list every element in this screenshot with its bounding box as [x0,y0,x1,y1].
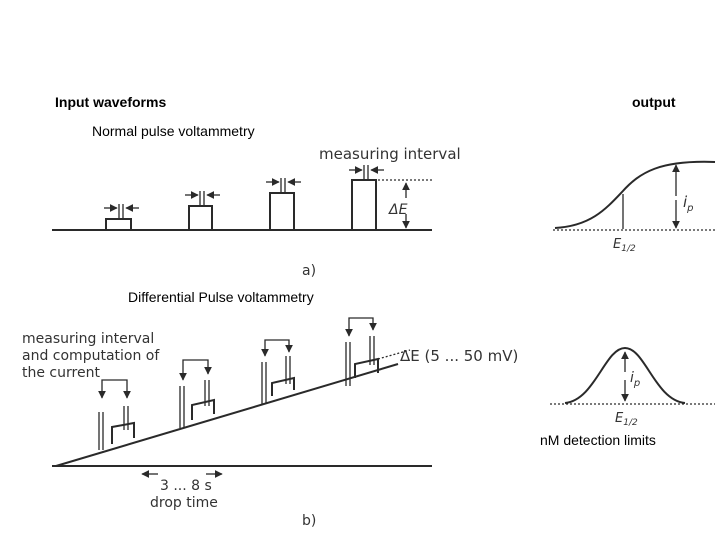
dp-pulse-1 [111,421,135,444]
sigmoid-curve [554,160,716,229]
peak-curve [564,346,686,404]
e-half-label-a: E1/2 [613,237,636,254]
sigmoid-output [553,160,716,231]
pulse-2 [188,205,213,231]
normal-pulse-waveform [52,165,432,231]
ip-label-a: ip [683,193,694,214]
delta-e-dash-b [377,349,411,360]
ip-label-b: ip [630,370,640,389]
annotation-line-1: measuring interval [22,331,154,347]
dp-marker-2 [179,359,212,428]
pulse-1 [105,218,132,231]
panel-label-a: a) [302,263,316,279]
e-half-label-b: E1/2 [615,411,638,428]
staircase-ramp [55,363,399,467]
input-waveforms-heading: Input waveforms [55,94,167,110]
dp-pulse-3 [271,376,295,396]
peak-output [550,346,715,405]
normal-pulse-title: Normal pulse voltammetry [92,123,255,139]
detection-limits-note: nM detection limits [540,432,656,448]
output-heading: output [632,94,676,110]
measuring-interval-label-a: measuring interval [319,145,461,163]
dp-pulse-2 [191,398,215,420]
differential-pulse-title: Differential Pulse voltammetry [128,289,314,305]
measure-marker-4 [349,165,384,180]
measure-marker-2 [185,191,220,206]
panel-label-b: b) [302,513,316,529]
pulse-4 [351,179,377,231]
drop-time-range: 3 ... 8 s [160,478,212,494]
delta-e-range-label: ΔE (5 ... 50 mV) [400,347,518,365]
delta-e-label-a: ΔE [388,202,408,218]
pulse-3 [269,192,295,231]
differential-pulse-waveform [52,317,432,478]
measure-marker-1 [104,204,139,219]
drop-time-label: drop time [150,495,218,511]
annotation-line-2: and computation of [22,348,160,364]
dp-marker-1 [98,379,131,450]
measure-marker-3 [266,178,301,193]
dp-marker-3 [261,339,293,404]
dp-pulse-4 [354,357,379,378]
dp-marker-4 [345,317,377,386]
annotation-line-3: the current [22,365,100,381]
